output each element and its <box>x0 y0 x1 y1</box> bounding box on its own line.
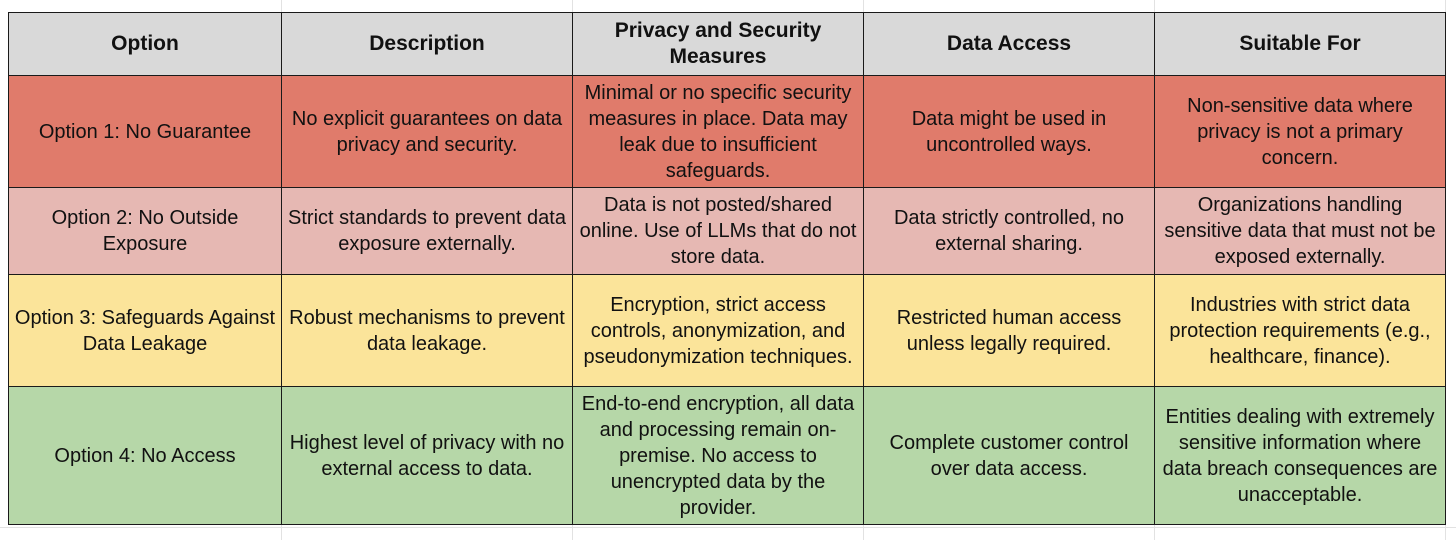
header-option[interactable]: Option <box>8 12 282 76</box>
table-row: Option 4: No Access Highest level of pri… <box>8 386 1446 525</box>
cell-suitable[interactable]: Industries with strict data protection r… <box>1154 274 1446 387</box>
cell-suitable[interactable]: Organizations handling sensitive data th… <box>1154 187 1446 275</box>
cell-measures[interactable]: Minimal or no specific security measures… <box>572 75 864 188</box>
table-row: Option 3: Safeguards Against Data Leakag… <box>8 274 1446 387</box>
cell-measures[interactable]: End-to-end encryption, all data and proc… <box>572 386 864 525</box>
cell-measures[interactable]: Encryption, strict access controls, anon… <box>572 274 864 387</box>
cell-access[interactable]: Complete customer control over data acce… <box>863 386 1155 525</box>
cell-suitable[interactable]: Entities dealing with extremely sensitiv… <box>1154 386 1446 525</box>
cell-option[interactable]: Option 1: No Guarantee <box>8 75 282 188</box>
cell-access[interactable]: Data strictly controlled, no external sh… <box>863 187 1155 275</box>
cell-option[interactable]: Option 4: No Access <box>8 386 282 525</box>
cell-description[interactable]: Strict standards to prevent data exposur… <box>281 187 573 275</box>
options-table: Option Description Privacy and Security … <box>8 12 1446 525</box>
cell-measures[interactable]: Data is not posted/shared online. Use of… <box>572 187 864 275</box>
cell-option[interactable]: Option 3: Safeguards Against Data Leakag… <box>8 274 282 387</box>
table-row: Option 2: No Outside Exposure Strict sta… <box>8 187 1446 275</box>
cell-access[interactable]: Restricted human access unless legally r… <box>863 274 1155 387</box>
cell-description[interactable]: No explicit guarantees on data privacy a… <box>281 75 573 188</box>
cell-description[interactable]: Robust mechanisms to prevent data leakag… <box>281 274 573 387</box>
cell-access[interactable]: Data might be used in uncontrolled ways. <box>863 75 1155 188</box>
cell-option[interactable]: Option 2: No Outside Exposure <box>8 187 282 275</box>
table-row: Option 1: No Guarantee No explicit guara… <box>8 75 1446 188</box>
header-suitable-for[interactable]: Suitable For <box>1154 12 1446 76</box>
cell-description[interactable]: Highest level of privacy with no externa… <box>281 386 573 525</box>
grid-line <box>0 527 1456 528</box>
grid-line <box>1445 0 1446 540</box>
table-header-row: Option Description Privacy and Security … <box>8 12 1446 76</box>
header-description[interactable]: Description <box>281 12 573 76</box>
cell-suitable[interactable]: Non-sensitive data where privacy is not … <box>1154 75 1446 188</box>
header-data-access[interactable]: Data Access <box>863 12 1155 76</box>
header-privacy-measures[interactable]: Privacy and Security Measures <box>572 12 864 76</box>
